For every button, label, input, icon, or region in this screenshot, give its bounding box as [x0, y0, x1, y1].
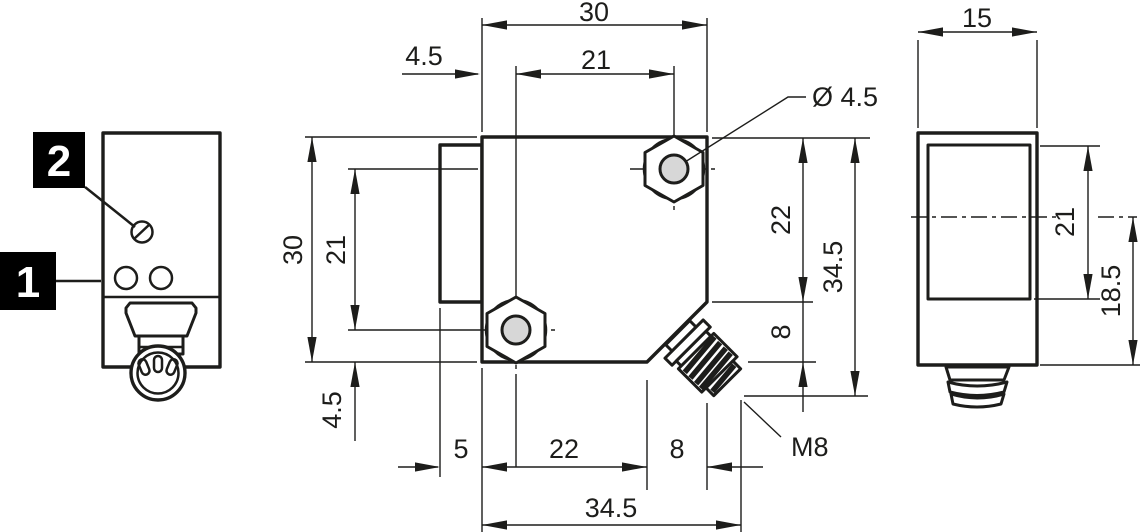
- led-indicator-left: [113, 265, 139, 291]
- dim-front-depth-bottom: 5: [398, 434, 469, 472]
- dim-label-overall-depth: 34.5: [585, 493, 638, 523]
- dim-center-to-bottom: 18.5: [1096, 217, 1138, 365]
- dim-chamfer-right: 8: [766, 302, 808, 412]
- side-m8-connector: [663, 318, 743, 398]
- dim-label-window-height: 21: [1050, 207, 1080, 237]
- callout-1-badge: [0, 252, 56, 310]
- callout-2-badge: [33, 132, 85, 188]
- callout-2-number: 2: [47, 137, 71, 186]
- dim-overall-depth-bottom: 34.5: [482, 493, 741, 530]
- dim-label-hole-spacing-left: 21: [321, 235, 351, 265]
- extension-lines-side: [305, 18, 870, 532]
- dim-label-front-depth: 5: [453, 434, 468, 464]
- dim-hole-spacing-top: 21: [516, 45, 674, 79]
- connector-face-inner: [136, 351, 180, 395]
- mounting-hole-bottom: [484, 295, 548, 365]
- mounting-hole-top: [642, 134, 706, 204]
- callout-1-number: 1: [16, 258, 40, 307]
- side-view: 30 21 4.5 30 21 4.5: [278, 0, 878, 532]
- dim-label-hole-offset-top: 4.5: [405, 41, 443, 71]
- dim-overall-height-right: 34.5: [818, 138, 860, 396]
- dim-hole-offset-left: 4.5: [317, 362, 360, 441]
- dim-label-hole-offset-left: 4.5: [317, 391, 347, 429]
- dim-label-chamfer-bottom: 8: [669, 434, 684, 464]
- dim-label-width-top: 30: [579, 0, 609, 27]
- extension-lines-front: [917, 40, 1140, 366]
- dim-upper-edge-right: 22: [766, 138, 808, 302]
- dim-label-hole-spacing-top: 21: [581, 45, 611, 75]
- hole-diameter-callout: Ø 4.5: [684, 82, 878, 163]
- dim-label-hole-diameter: Ø 4.5: [812, 82, 878, 112]
- dim-hole-spacing-left: 21: [321, 169, 360, 330]
- connector-thread-callout: M8: [743, 401, 829, 462]
- dim-chamfer-bottom: 8: [669, 434, 763, 472]
- connector-pin-left: [137, 358, 151, 376]
- led-indicator-right: [148, 265, 174, 291]
- dim-label-connector-thread: M8: [791, 432, 829, 462]
- dim-label-upper-edge-right: 22: [766, 205, 796, 235]
- dim-label-width-front: 15: [962, 3, 992, 33]
- dim-label-body-depth: 22: [549, 434, 579, 464]
- dim-label-center-to-bottom: 18.5: [1096, 265, 1126, 318]
- rear-view: 2 1: [0, 131, 222, 402]
- dim-label-height-left: 30: [278, 235, 308, 265]
- dim-height-left: 30: [278, 137, 317, 362]
- screw-slot: [133, 223, 151, 240]
- dim-body-depth-bottom: 22: [482, 434, 647, 472]
- rear-m8-connector: [124, 301, 198, 402]
- connector-pin-right: [165, 358, 179, 376]
- dim-label-overall-height: 34.5: [818, 241, 848, 294]
- front-view: 15 21 18.5: [911, 3, 1140, 409]
- front-connector-stub: [944, 365, 1011, 409]
- dim-hole-offset-top: 4.5: [402, 41, 480, 79]
- dim-width-front: 15: [918, 3, 1037, 37]
- callout-2-leader: [84, 186, 136, 228]
- sensor-front-section: [438, 143, 484, 304]
- optical-window: [926, 143, 1032, 301]
- connector-flange: [124, 301, 198, 338]
- dim-window-height: 21: [1050, 146, 1093, 299]
- adjustment-screw-icon: [130, 220, 154, 244]
- dim-width-top: 30: [482, 0, 707, 30]
- dim-label-chamfer-right: 8: [766, 324, 796, 339]
- connector-pin-center: [152, 354, 164, 374]
